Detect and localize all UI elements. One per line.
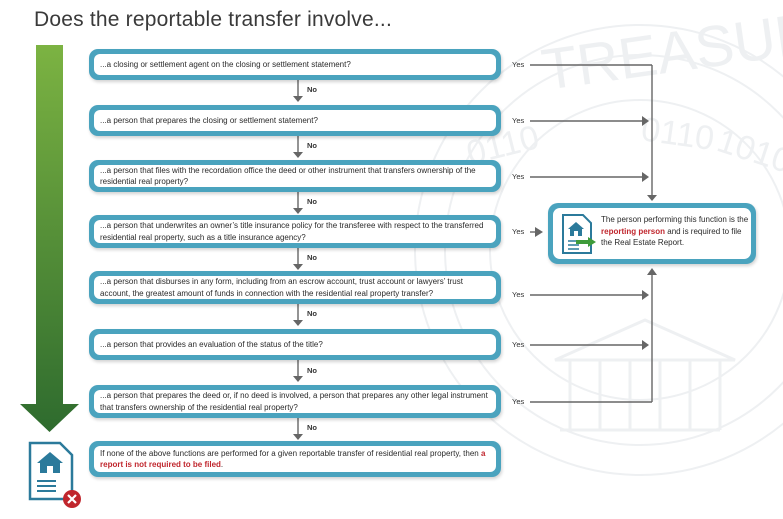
yes-label: Yes [512,397,525,406]
question-box-2: ...a person that prepares the closing or… [89,105,501,136]
yes-label: Yes [512,172,525,181]
question-box-7: ...a person that prepares the deed or, i… [89,385,501,418]
final-text: If none of the above functions are perfo… [100,448,481,458]
no-label: No [307,141,317,150]
no-label: No [307,197,317,206]
page-title: Does the reportable transfer involve... [34,8,392,31]
question-text: ...a person that underwrites an owner’s … [100,221,484,242]
result-text: The person performing this function is t… [601,214,749,249]
question-box-5: ...a person that disburses in any form, … [89,271,501,304]
result-highlight: reporting person [601,226,666,236]
yes-label: Yes [512,116,525,125]
final-text-end: . [220,460,224,469]
question-text: ...a person that files with the recordat… [100,165,476,187]
yes-label: Yes [512,60,525,69]
no-label: No [307,85,317,94]
question-text: ...a person that disburses in any form, … [100,277,463,298]
question-box-4: ...a person that underwrites an owner’s … [89,215,501,248]
question-text: ...a closing or settlement agent on the … [100,59,351,69]
red-x-icon [63,490,81,508]
no-label: No [307,309,317,318]
question-text: ...a person that provides an evaluation … [100,339,323,349]
question-text: ...a person that prepares the deed or, i… [100,391,488,412]
question-box-3: ...a person that files with the recordat… [89,160,501,192]
no-label: No [307,253,317,262]
house-document-icon [562,214,592,254]
yes-label: Yes [512,227,525,236]
no-label: No [307,423,317,432]
house-document-icon [28,441,74,501]
yes-label: Yes [512,340,525,349]
question-text: ...a person that prepares the closing or… [100,115,318,125]
no-report-required-box: If none of the above functions are perfo… [89,441,501,477]
arrow-right-icon [576,237,596,247]
result-text-end: and is required to file the Real Estate … [601,226,742,248]
yes-label: Yes [512,290,525,299]
no-label: No [307,366,317,375]
reporting-person-box: The person performing this function is t… [548,203,756,264]
final-highlight: a report is not required to be filed [100,448,486,470]
question-box-1: ...a closing or settlement agent on the … [89,49,501,80]
result-text-start: The person performing this function is t… [601,215,749,224]
question-box-6: ...a person that provides an evaluation … [89,329,501,360]
